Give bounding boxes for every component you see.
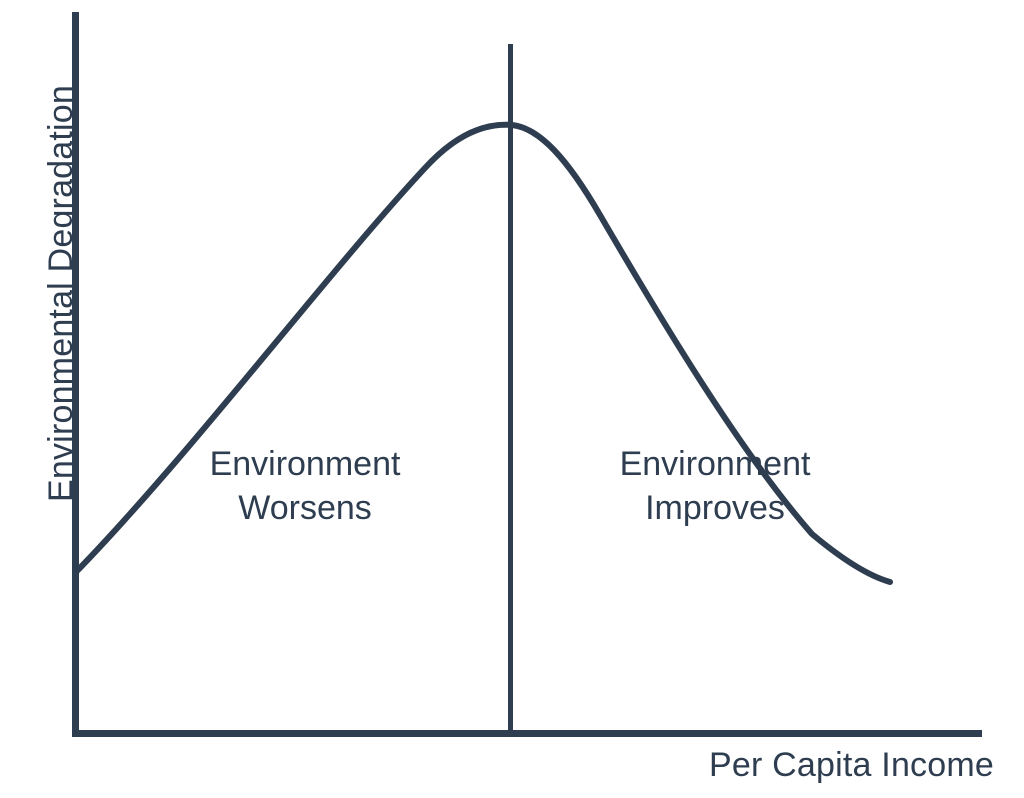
annotation-environment-improves: Environment Improves bbox=[530, 443, 900, 530]
x-axis-label: Per Capita Income bbox=[709, 746, 994, 784]
annotation-left-line-1: Environment bbox=[209, 445, 401, 483]
kuznets-curve-path bbox=[72, 121, 893, 585]
annotation-right-line-2: Improves bbox=[645, 488, 785, 527]
annotation-right-line-1: Environment bbox=[619, 445, 811, 483]
annotation-left-line-2: Worsens bbox=[238, 488, 372, 527]
annotation-environment-worsens: Environment Worsens bbox=[120, 443, 490, 530]
y-axis-label: Environmental Degradation bbox=[42, 84, 80, 502]
